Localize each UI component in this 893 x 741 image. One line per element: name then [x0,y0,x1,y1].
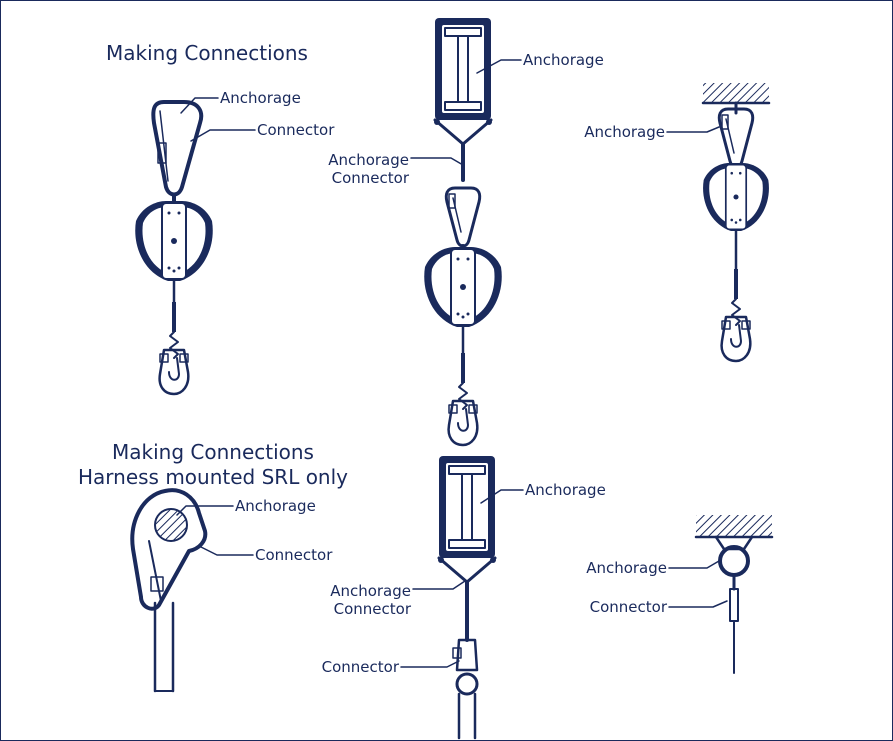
label-connector: Connector [589,598,667,616]
label-anchorage-connector: Anchorage Connector [309,582,411,618]
section-2-title-line-2: Harness mounted SRL only [77,465,348,489]
label-connector: Connector [257,121,335,139]
diagram-2-right [694,515,774,674]
diagram-2-left [130,488,208,693]
diagram-1-right [701,83,771,363]
section-2-title: Making Connections Harness mounted SRL o… [67,440,359,490]
section-1-title: Making Connections [106,41,308,65]
label-anchorage: Anchorage [523,51,604,69]
label-line-2: Connector [331,169,409,187]
label-anchorage: Anchorage [584,123,665,141]
label-anchorage: Anchorage [220,89,301,107]
label-line-1: Anchorage [330,582,411,600]
label-connector: Connector [321,658,399,676]
section-2-title-line-1: Making Connections [112,440,314,464]
label-line-2: Connector [333,600,411,618]
leader-lines [176,59,728,668]
label-anchorage: Anchorage [235,497,316,515]
diagram-1-left [134,100,214,396]
label-anchorage: Anchorage [586,559,667,577]
label-line-1: Anchorage [328,151,409,169]
label-connector: Connector [255,546,333,564]
label-anchorage: Anchorage [525,481,606,499]
label-anchorage-connector: Anchorage Connector [309,151,409,187]
diagram-1-middle [423,16,503,447]
diagram-2-middle [436,454,498,740]
